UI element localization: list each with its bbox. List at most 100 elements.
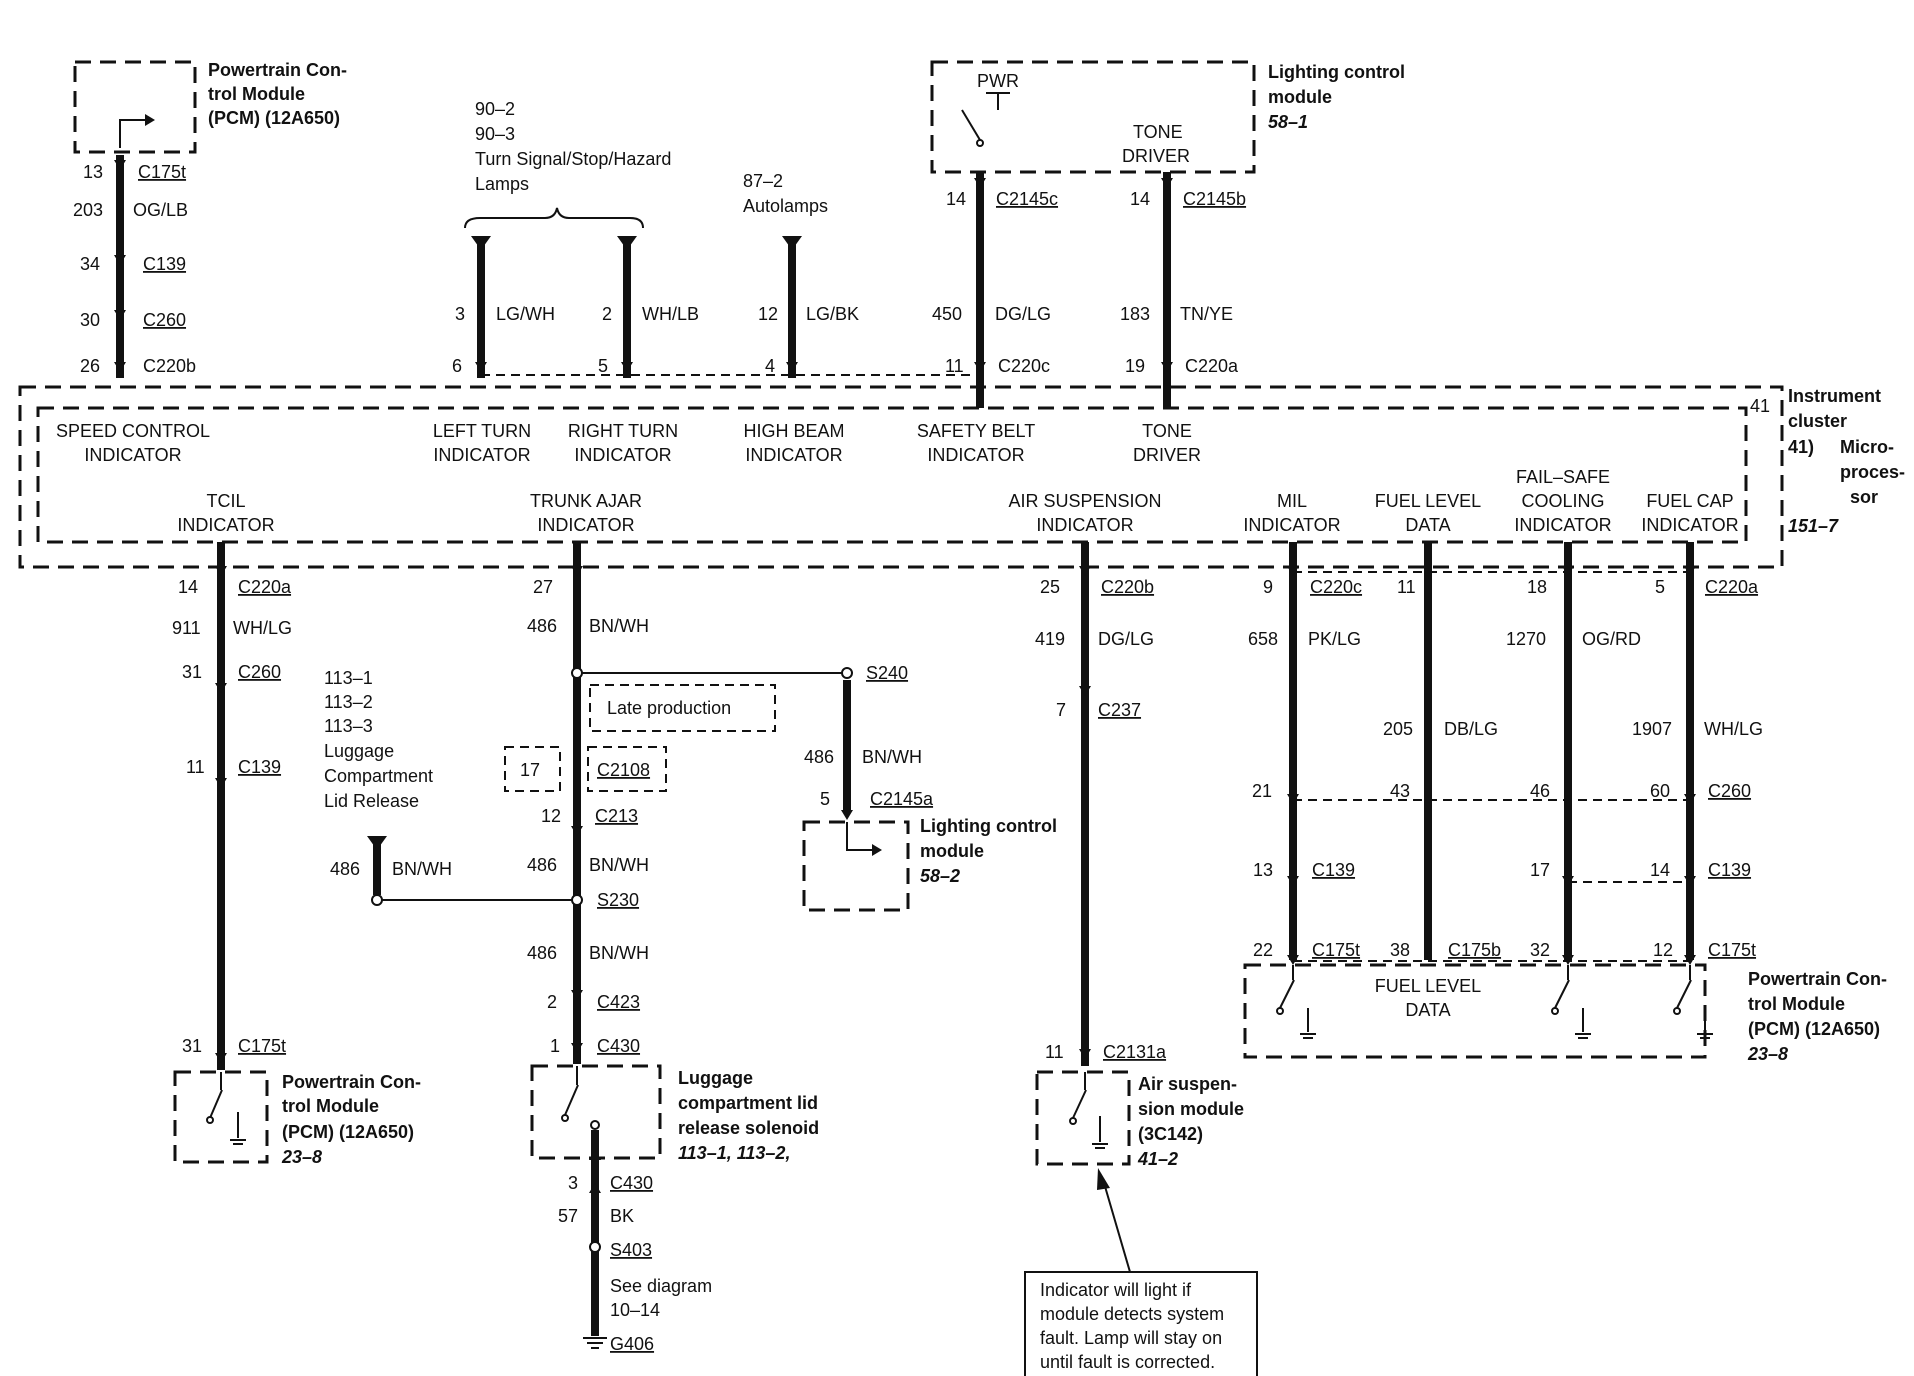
- circuit-183: 183: [1120, 304, 1150, 324]
- splice-s240: S240: [866, 663, 908, 683]
- fuel-level-data-1: FUEL LEVEL: [1375, 491, 1481, 511]
- see-diagram-1: See diagram: [610, 1276, 712, 1296]
- mil-pin-21: 21: [1252, 781, 1272, 801]
- solenoid-title-1: Luggage: [678, 1068, 753, 1088]
- cluster-title-2: cluster: [1788, 411, 1847, 431]
- conn-c213: C213: [595, 806, 638, 826]
- turn-lamps-ref: 90–2 90–3 Turn Signal/Stop/Hazard Lamps: [464, 99, 671, 229]
- tcil-pcm-title-2: trol Module: [282, 1096, 379, 1116]
- trunk-color-bn-wh-a: BN/WH: [589, 616, 649, 636]
- left-circuit-486: 486: [330, 859, 360, 879]
- micro-1: 41): [1788, 437, 1814, 457]
- pin-30: 30: [80, 310, 100, 330]
- high-beam-indicator-1: HIGH BEAM: [743, 421, 844, 441]
- trunk-ajar-indicator-2: INDICATOR: [537, 515, 634, 535]
- right-turn-indicator-2: INDICATOR: [574, 445, 671, 465]
- note-line-1: Indicator will light if: [1040, 1280, 1192, 1300]
- tone-driver-2: DRIVER: [1133, 445, 1201, 465]
- note-box: [1024, 1271, 1258, 1376]
- pcm-module-top: Powertrain Con- trol Module (PCM) (12A65…: [73, 60, 347, 154]
- cluster-pin-41: 41: [1750, 396, 1770, 416]
- color-lg-bk: LG/BK: [806, 304, 859, 324]
- lcm-2-title-1: Lighting control: [920, 816, 1057, 836]
- conn-c2131a: C2131a: [1103, 1042, 1167, 1062]
- tone-driver-wire: 14 C2145b 183 TN/YE 19 C220a: [1120, 172, 1246, 408]
- mil-indicator-2: INDICATOR: [1243, 515, 1340, 535]
- mil-conn-c220c: C220c: [1310, 577, 1362, 597]
- pin-4: 4: [765, 356, 775, 376]
- fail-safe-indicator-3: INDICATOR: [1514, 515, 1611, 535]
- trunk-circuit-486-c: 486: [527, 943, 557, 963]
- pcm-top-title-1: Powertrain Con-: [208, 60, 347, 80]
- cap-conn-c260: C260: [1708, 781, 1751, 801]
- air-module-title-3: (3C142): [1138, 1124, 1203, 1144]
- tcil-pin-11: 11: [186, 757, 205, 777]
- pcm-fuel-level-1: FUEL LEVEL: [1375, 976, 1481, 996]
- solenoid-ref: 113–1, 113–2,: [678, 1143, 790, 1163]
- lcm-top-ref: 58–1: [1268, 112, 1308, 132]
- late-production-label: Late production: [607, 698, 731, 718]
- cap-conn-c139: C139: [1708, 860, 1751, 880]
- air-suspension-indicator-1: AIR SUSPENSION: [1008, 491, 1161, 511]
- air-module-title-2: sion module: [1138, 1099, 1244, 1119]
- pcm-right-title-1: Powertrain Con-: [1748, 969, 1887, 989]
- color-wh-lg: WH/LG: [233, 618, 292, 638]
- safety-belt-indicator-1: SAFETY BELT: [917, 421, 1035, 441]
- color-db-lg: DB/LG: [1444, 719, 1498, 739]
- tcil-wire: 14 C220a 911 WH/LG 31 C260 11 C139 31 C1…: [172, 542, 421, 1167]
- mil-pin-13: 13: [1253, 860, 1273, 880]
- color-lg-wh: LG/WH: [496, 304, 555, 324]
- conn-c2145b: C2145b: [1183, 189, 1246, 209]
- conn-c423: C423: [597, 992, 640, 1012]
- trunk-color-bn-wh-b: BN/WH: [589, 855, 649, 875]
- color-tn-ye: TN/YE: [1180, 304, 1233, 324]
- fs-pin-17: 17: [1530, 860, 1550, 880]
- conn-c2145a: C2145a: [870, 789, 934, 809]
- fuel-pin-38: 38: [1390, 940, 1410, 960]
- s240-circuit-486: 486: [804, 747, 834, 767]
- pin-17-box: 17: [520, 760, 540, 780]
- luggage-ref-2: 113–2: [324, 692, 373, 712]
- fuel-pin-11: 11: [1397, 577, 1416, 597]
- pwr-label: PWR: [977, 71, 1019, 91]
- fs-pin-46: 46: [1530, 781, 1550, 801]
- pcm-top-title-3: (PCM) (12A650): [208, 108, 340, 128]
- turn-label-1: Turn Signal/Stop/Hazard: [475, 149, 671, 169]
- cap-pin-60: 60: [1650, 781, 1670, 801]
- air-suspension-wire: 25 C220b 419 DG/LG 7 C237 11 C2131a Air …: [1024, 542, 1258, 1376]
- pin-14-c2145c: 14: [946, 189, 966, 209]
- tcil-pin-14: 14: [178, 577, 198, 597]
- cap-color-wh-lg: WH/LG: [1704, 719, 1763, 739]
- color-og-lb: OG/LB: [133, 200, 188, 220]
- cluster-title-1: Instrument: [1788, 386, 1881, 406]
- conn-c139: C139: [143, 254, 186, 274]
- conn-c175t: C175t: [138, 162, 186, 182]
- luggage-label-3: Lid Release: [324, 791, 419, 811]
- tcil-pcm-title-1: Powertrain Con-: [282, 1072, 421, 1092]
- pcm-right-ref: 23–8: [1747, 1044, 1788, 1064]
- pin-11: 11: [945, 356, 964, 376]
- fuel-cap-wire: 5 C220a 1907 WH/LG 60 C260 14 C139 12 C1…: [1632, 542, 1763, 965]
- safety-belt-wire: 14 C2145c 450 DG/LG 11 C220c: [932, 172, 1058, 408]
- circuit-1270: 1270: [1506, 629, 1546, 649]
- color-wh-lb: WH/LB: [642, 304, 699, 324]
- left-turn-indicator-1: LEFT TURN: [433, 421, 531, 441]
- circuit-2: 2: [602, 304, 612, 324]
- high-beam-indicator-2: INDICATOR: [745, 445, 842, 465]
- cap-pin-12: 12: [1653, 940, 1673, 960]
- air-pin-7: 7: [1056, 700, 1066, 720]
- trunk-ajar-indicator-1: TRUNK AJAR: [530, 491, 642, 511]
- pcm-fuel-level-2: DATA: [1405, 1000, 1450, 1020]
- fs-pin-18: 18: [1527, 577, 1547, 597]
- conn-c175b: C175b: [1448, 940, 1501, 960]
- ground-g406: G406: [610, 1334, 654, 1354]
- fuel-cap-indicator-1: FUEL CAP: [1646, 491, 1733, 511]
- pcm-right-module: FUEL LEVEL DATA Powertrain Con- trol Mod…: [1243, 963, 1887, 1064]
- circuit-1907: 1907: [1632, 719, 1672, 739]
- trunk-ajar-wire: 27 486 BN/WH S240 Late production 17 C21…: [324, 542, 1057, 1354]
- speed-control-indicator-2: INDICATOR: [84, 445, 181, 465]
- fuel-level-data-2: DATA: [1405, 515, 1450, 535]
- left-turn-indicator-2: INDICATOR: [433, 445, 530, 465]
- tcil-conn-c260: C260: [238, 662, 281, 682]
- pin-2-c423: 2: [547, 992, 557, 1012]
